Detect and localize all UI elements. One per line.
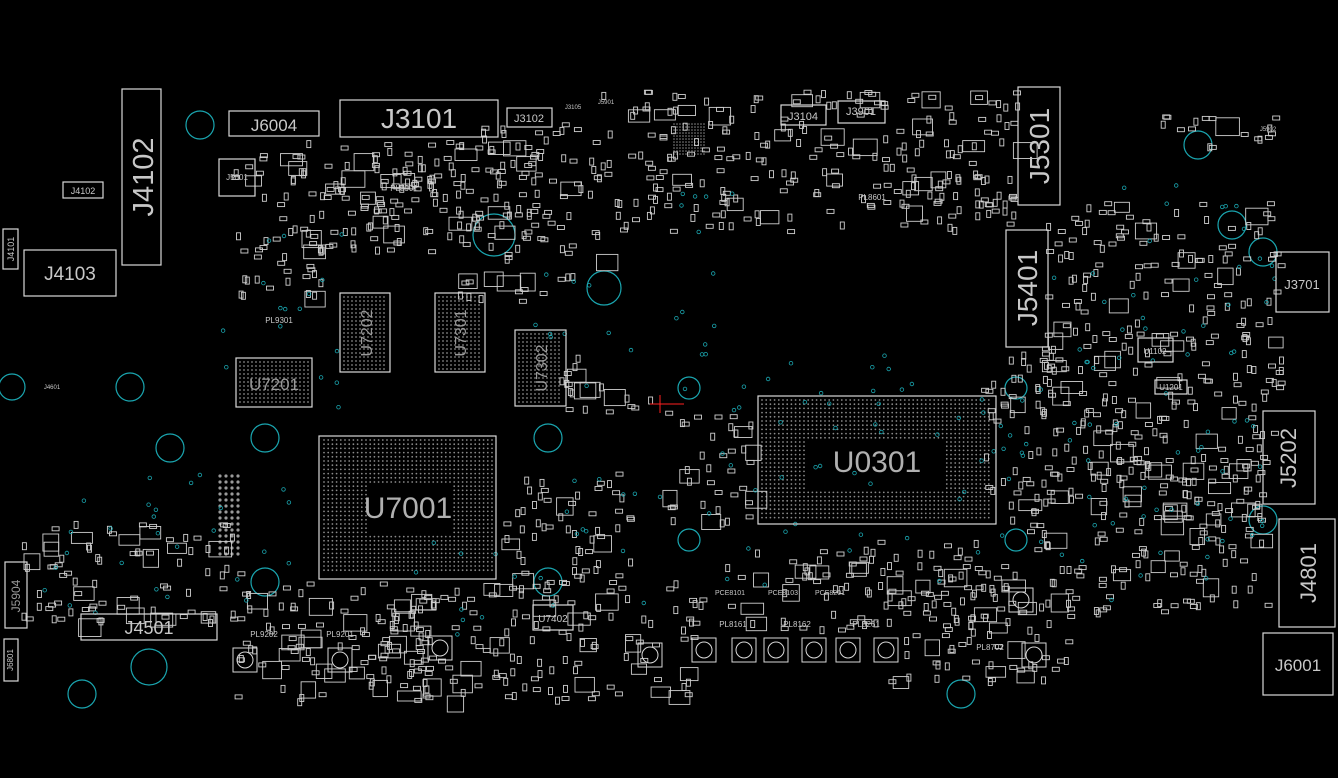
label-U7001: U7001 — [364, 492, 452, 525]
label-J3901: J3901 — [846, 106, 876, 118]
label-U0301: U0301 — [833, 446, 921, 479]
label-J6801: J6801 — [6, 649, 15, 671]
label-J5301: J5301 — [1024, 108, 1055, 184]
label-PL8261: PL8261 — [852, 620, 880, 629]
bga-pads — [218, 123, 990, 572]
label-J5001: J5001 — [226, 173, 248, 182]
label-PL8702: PL8702 — [976, 643, 1004, 652]
label-U7201: U7201 — [249, 375, 299, 394]
connector-outlines — [2, 86, 1336, 696]
label-PL9202: PL9202 — [250, 630, 278, 639]
label-J4501: J4501 — [124, 618, 173, 638]
label-PCE8201: PCE8201 — [815, 590, 845, 597]
label-J4102-big: J4102 — [128, 137, 160, 216]
label-U1102: U1102 — [1144, 347, 1168, 356]
label-J3101: J3101 — [381, 103, 457, 134]
label-U7301: U7301 — [453, 309, 470, 356]
label-J4102-small: J4102 — [71, 186, 96, 196]
label-PL8161: PL8161 — [719, 620, 747, 629]
label-J5902: J5902 — [1260, 127, 1277, 133]
label-J6004: J6004 — [251, 116, 297, 135]
label-U7202: U7202 — [359, 309, 376, 356]
label-J5904: J5904 — [9, 579, 23, 612]
label-J3104: J3104 — [788, 111, 818, 123]
label-J4103: J4103 — [44, 264, 96, 285]
smd-components — [21, 89, 1286, 713]
label-PL8162: PL8162 — [783, 620, 811, 629]
label-J5401: J5401 — [1012, 250, 1043, 326]
label-PL9301: PL9301 — [265, 316, 293, 325]
label-J4601: J4601 — [44, 385, 61, 391]
vias — [42, 183, 1277, 637]
label-J5901: J5901 — [598, 100, 615, 106]
label-J3701: J3701 — [1284, 277, 1319, 292]
crosshair-marker — [650, 395, 684, 413]
label-J3105: J3105 — [565, 105, 582, 111]
label-J6001: J6001 — [1275, 656, 1321, 675]
label-PCE8101: PCE8101 — [715, 590, 745, 597]
label-J4801: J4801 — [1296, 543, 1321, 603]
label-PL9201: PL9201 — [326, 630, 354, 639]
label-U7402: U7402 — [538, 614, 568, 625]
label-J4101: J4101 — [6, 237, 16, 262]
label-PL8601: PL8601 — [858, 193, 886, 202]
labels: U7001 U0301 J3101 J6004 J4103 J4102 J410… — [6, 100, 1321, 675]
label-U1201: U1201 — [1159, 383, 1183, 392]
label-PCE8103: PCE8103 — [768, 590, 798, 597]
label-J3102: J3102 — [514, 113, 544, 125]
label-J5202: J5202 — [1276, 428, 1301, 488]
label-U7302: U7302 — [534, 344, 551, 391]
label-PL8901: PL8901 — [390, 184, 418, 193]
